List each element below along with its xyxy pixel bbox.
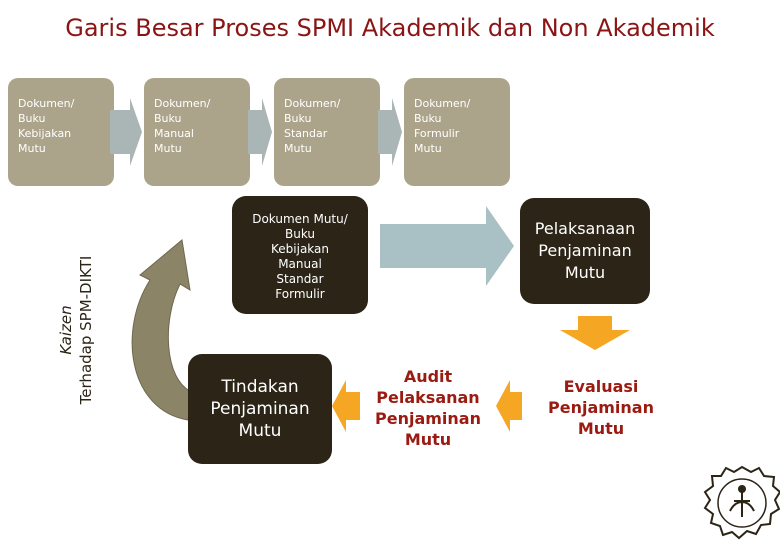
arrow-left-tindakan — [332, 380, 360, 432]
page-title: Garis Besar Proses SPMI Akademik dan Non… — [65, 14, 715, 42]
kaizen-rest: Terhadap SPM-DIKTI — [77, 255, 95, 405]
evaluasi-label: Evaluasi Penjaminan Mutu — [526, 376, 676, 446]
pelaksanaan-box: Pelaksanaan Penjaminan Mutu — [520, 198, 650, 304]
doc-formulir: Dokumen/ Buku Formulir Mutu — [404, 78, 510, 186]
doc-standar: Dokumen/ Buku Standar Mutu — [274, 78, 380, 186]
arrow-to-pelaksanaan — [380, 206, 514, 286]
arrow-doc-2-3 — [248, 98, 272, 166]
audit-label: Audit Pelaksanan Penjaminan Mutu — [360, 366, 496, 456]
kaizen-label: Kaizen Terhadap SPM-DIKTI — [56, 210, 102, 450]
arrow-down-orange — [560, 316, 630, 350]
doc-kebijakan-label: Dokumen/ Buku Kebijakan Mutu — [18, 97, 75, 155]
doc-standar-label: Dokumen/ Buku Standar Mutu — [284, 97, 341, 155]
doc-kebijakan: Dokumen/ Buku Kebijakan Mutu — [8, 78, 114, 186]
doc-formulir-label: Dokumen/ Buku Formulir Mutu — [414, 97, 471, 155]
arrow-left-audit — [496, 380, 522, 432]
dokumen-mutu-box: Dokumen Mutu/ Buku Kebijakan Manual Stan… — [232, 196, 368, 314]
arrow-doc-1-2 — [110, 98, 142, 166]
arrow-kaizen-curve — [131, 239, 193, 421]
arrow-doc-3-4 — [378, 98, 402, 166]
tindakan-box: Tindakan Penjaminan Mutu — [188, 354, 332, 464]
kaizen-italic: Kaizen — [57, 305, 75, 355]
doc-manual-label: Dokumen/ Buku Manual Mutu — [154, 97, 211, 155]
doc-manual: Dokumen/ Buku Manual Mutu — [144, 78, 250, 186]
